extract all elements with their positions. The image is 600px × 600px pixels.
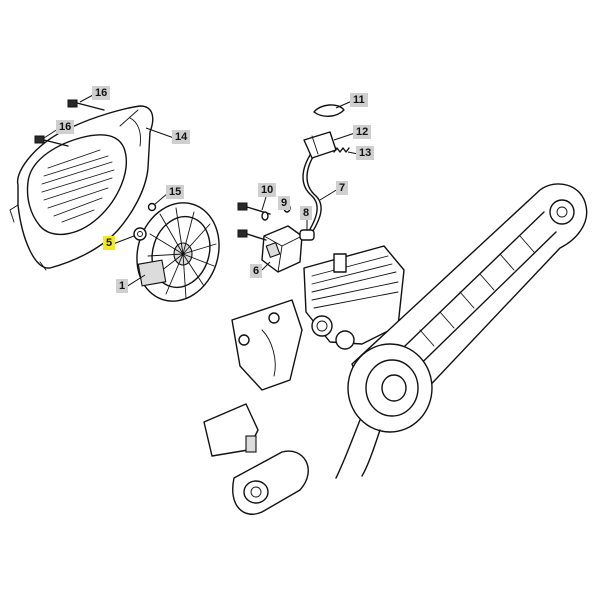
nut-5-part: [133, 227, 147, 241]
grommet-8-part: [299, 229, 315, 241]
callout-16-upper: 16: [92, 86, 111, 100]
spring-13-part: [333, 147, 350, 153]
callout-7: 7: [336, 181, 349, 195]
flywheel-part: [136, 202, 220, 302]
callout-12: 12: [353, 125, 372, 139]
callout-9: 9: [278, 196, 291, 210]
callout-11: 11: [350, 93, 368, 107]
screw-16-lower: [34, 135, 69, 147]
callout-14: 14: [172, 130, 191, 144]
callout-5-highlighted[interactable]: 5: [103, 236, 116, 250]
handle-support-lower: [203, 403, 309, 515]
crankcase-bracket: [231, 299, 303, 391]
callout-10: 10: [258, 183, 277, 197]
ignition-lead-part: [302, 151, 322, 237]
screw-10-lower: [237, 229, 267, 241]
clip-11-part: [313, 104, 345, 117]
engine-cylinder: [303, 245, 405, 350]
fan-housing-part: [9, 105, 154, 271]
washer-15-part: [147, 202, 157, 212]
callout-8: 8: [300, 206, 313, 220]
callout-15: 15: [166, 185, 185, 199]
clutch-drum: [335, 343, 433, 479]
ignition-module-part: [261, 225, 303, 273]
callout-13: 13: [356, 146, 375, 160]
screw-16-upper: [67, 99, 105, 111]
housing-grille: [41, 149, 115, 223]
callout-1: 1: [116, 279, 129, 293]
callout-6: 6: [250, 264, 263, 278]
flywheel-fins: [147, 207, 217, 299]
spark-plug-cap-part: [303, 131, 337, 159]
callout-16-lower: 16: [56, 120, 75, 134]
